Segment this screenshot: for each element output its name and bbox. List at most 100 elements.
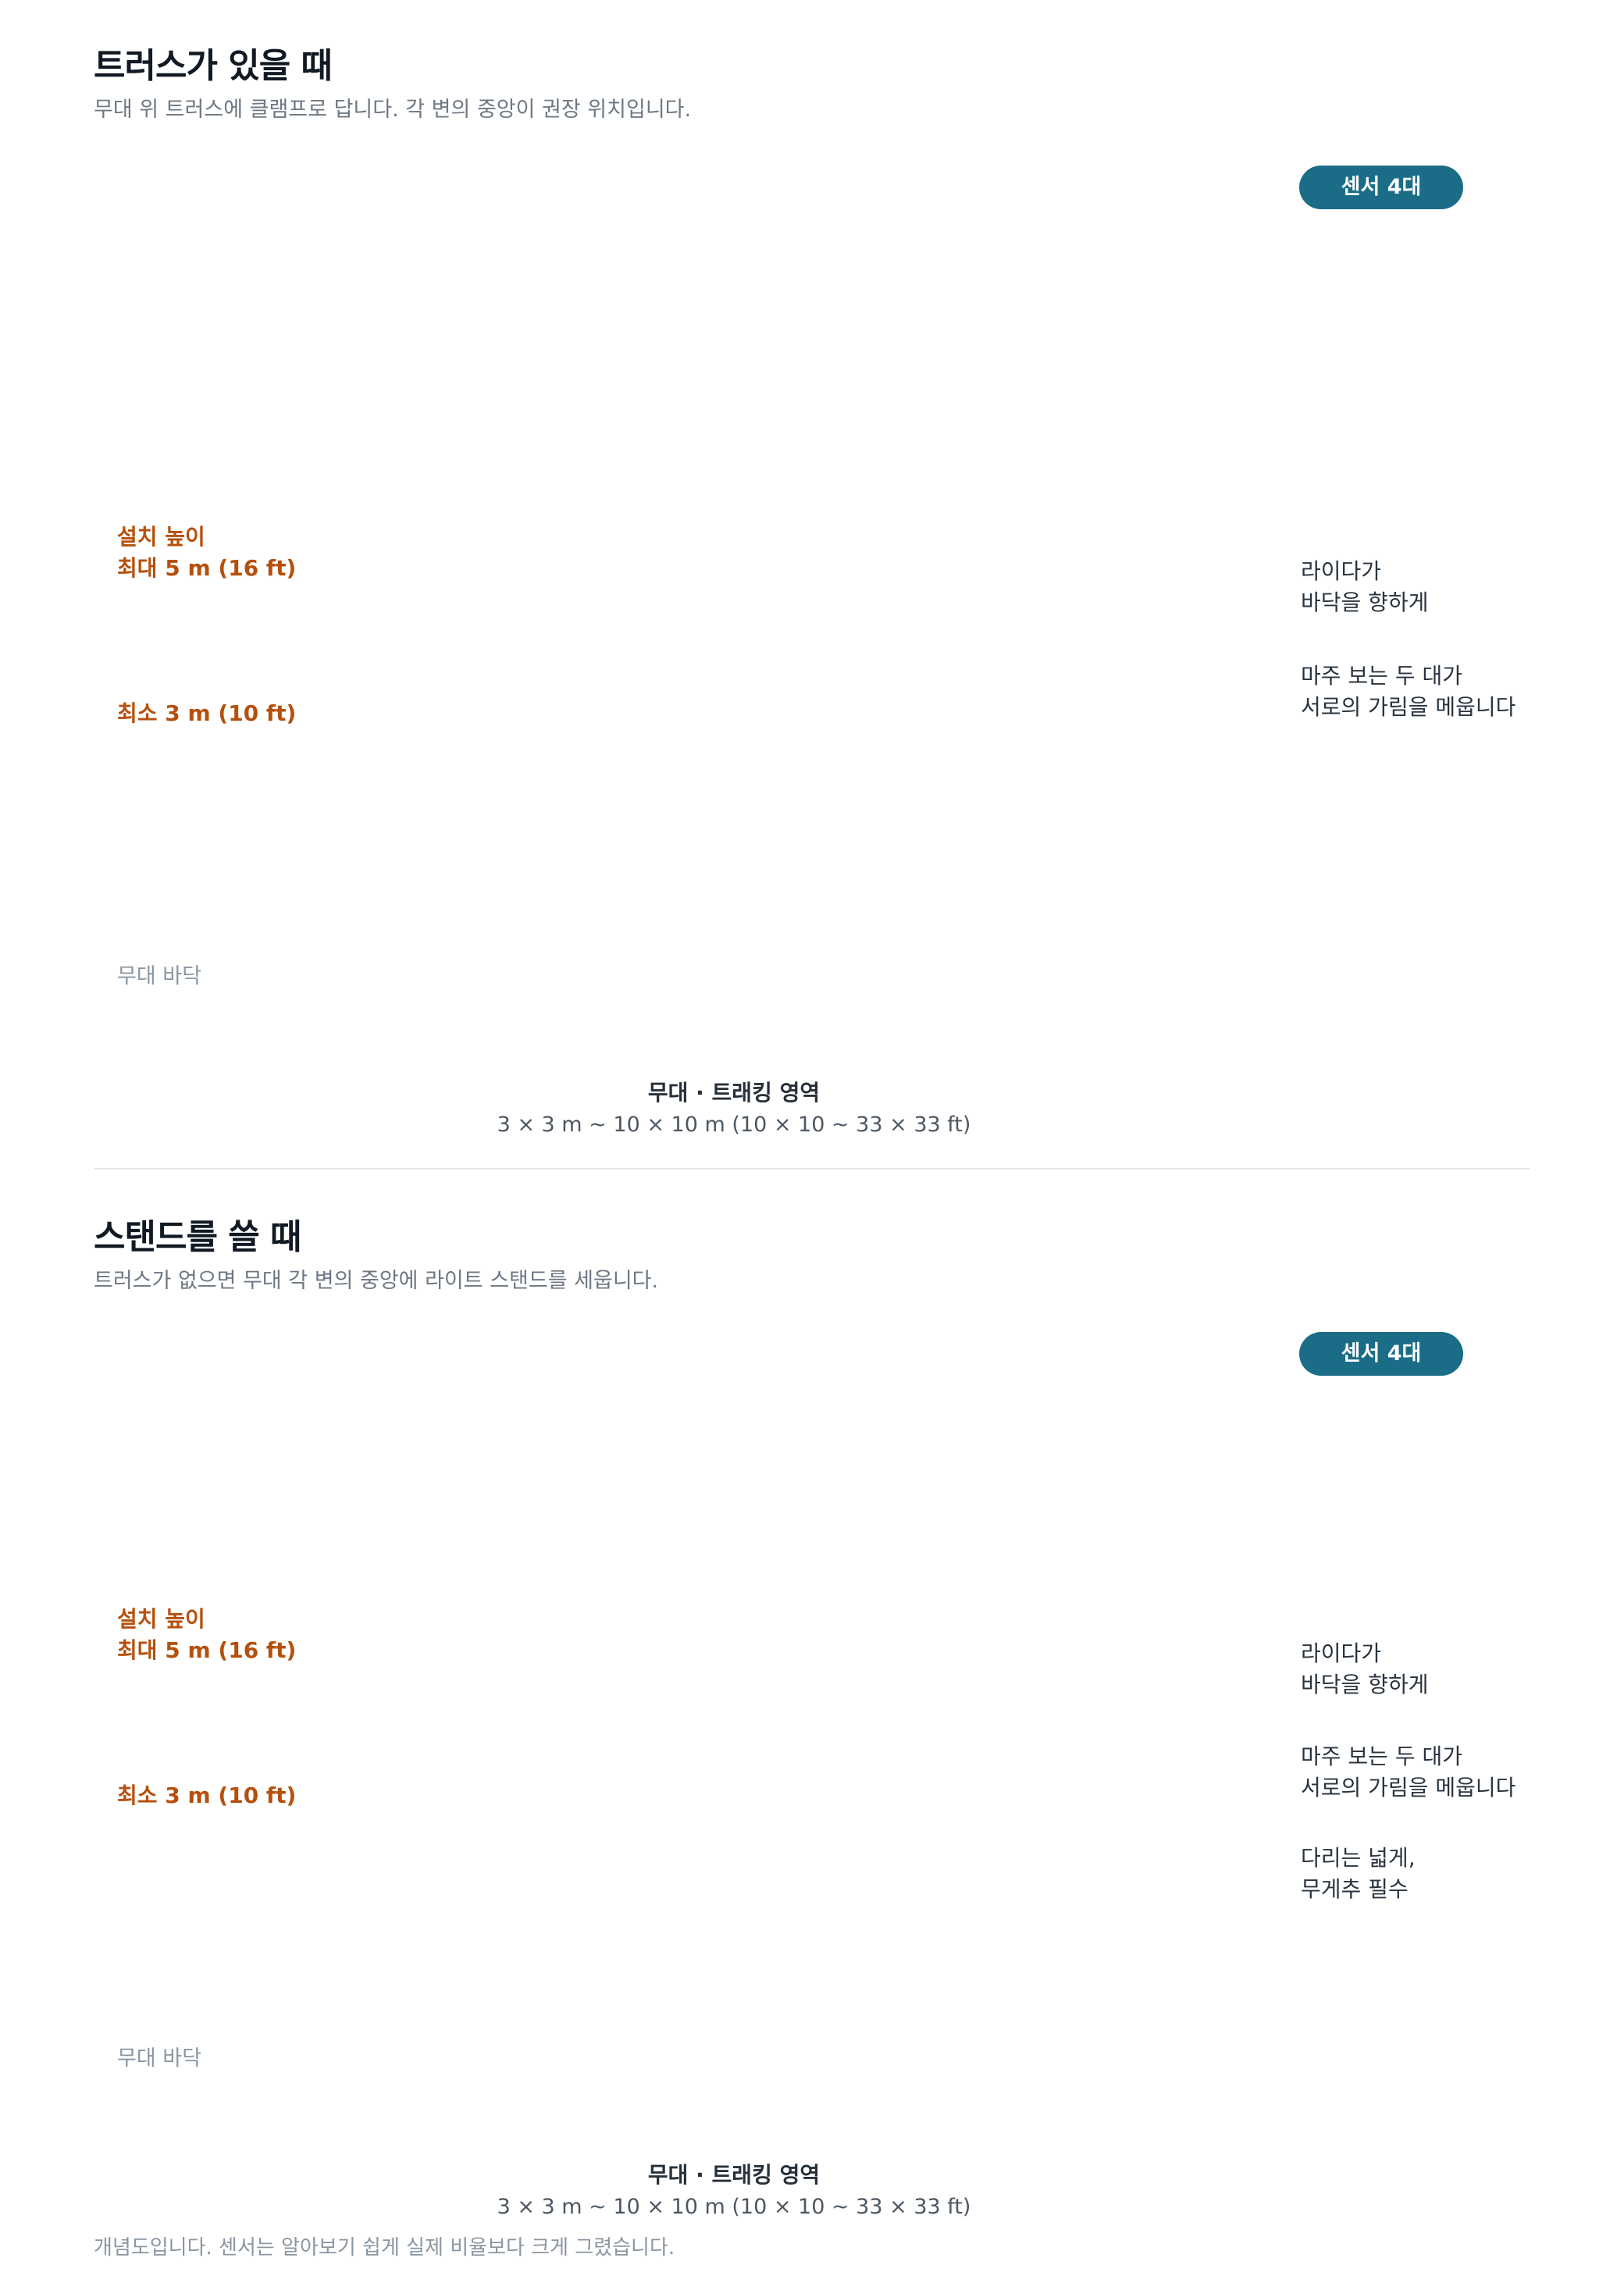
- truss-lattice: [526, 589, 540, 598]
- truss-lattice: [897, 599, 917, 625]
- sensor-dome: [970, 611, 1002, 627]
- clamp-handle: [569, 552, 609, 572]
- stage-grid-line: [608, 698, 1117, 977]
- truss-lattice: [587, 383, 607, 408]
- truss-lattice: [390, 505, 409, 511]
- lidar-beam: [564, 1530, 1063, 2037]
- height-arrow-head: [289, 1679, 304, 1697]
- lidar-beam: [643, 383, 1063, 721]
- section2-note-lidar-down: 라이다가 바닥을 향하게: [1301, 1640, 1429, 1697]
- sensor-top: [941, 1716, 1031, 1722]
- background-glow: [55, 234, 1554, 1046]
- lidar-sensor-icon: [518, 542, 609, 671]
- section-divider: [94, 1168, 1530, 1170]
- stage-grid-line: [643, 1804, 995, 1994]
- stage-grid-line: [643, 719, 995, 909]
- truss-lattice: [712, 686, 726, 709]
- sensor-dome: [548, 656, 579, 671]
- truss-lattice: [1147, 456, 1167, 482]
- truss-lattice: [1224, 415, 1238, 424]
- stage-grid-line: [517, 1870, 867, 2065]
- truss-lattice: [1212, 401, 1227, 424]
- truss-lattice: [737, 700, 757, 706]
- stage-grid-line: [477, 1718, 986, 1987]
- lidar-beam: [643, 624, 987, 721]
- stage-grid-line: [580, 752, 931, 944]
- lidar-beam: [647, 1574, 1248, 1851]
- sensor-drop-line: [639, 1580, 649, 1797]
- lidar-beam: [563, 668, 1248, 766]
- clamp-icon: [978, 1661, 994, 1716]
- sandbag-icon: [680, 1805, 713, 1825]
- clamp-handle: [1067, 267, 1107, 287]
- stage-side-mark: [962, 1973, 1026, 2013]
- truss-lattice: [1076, 497, 1095, 522]
- truss-lattice: [1130, 476, 1149, 483]
- sensor-top: [603, 375, 693, 381]
- lidar-beam: [563, 1674, 899, 1818]
- truss-lattice: [755, 680, 775, 706]
- stand-leg: [1060, 1728, 1106, 1782]
- lidar-beam: [647, 430, 741, 1051]
- lidar-sensor-icon: [1017, 1403, 1107, 1533]
- section1-floor-label: 무대 바닥: [117, 964, 201, 988]
- stage-grid-line: [564, 1761, 1074, 2037]
- truss-lattice: [700, 686, 714, 696]
- clamp-handle: [654, 314, 693, 334]
- section1-subtitle: 무대 위 트러스에 클램프로 답니다. 각 변의 중앙이 권장 위치입니다.: [94, 98, 692, 122]
- sandbag-icon: [1018, 2003, 1051, 2023]
- section2-area-size: 3 × 3 m ~ 10 × 10 m (10 × 10 ~ 33 × 33 f…: [497, 2195, 971, 2219]
- stand-shadow: [578, 1829, 718, 1857]
- sensor-body: [603, 375, 693, 418]
- truss-lattice: [952, 578, 970, 584]
- stage-corner-mark: [385, 817, 453, 878]
- stage-grid-line: [652, 721, 1161, 1001]
- stage-side-mark: [1050, 1750, 1095, 1775]
- stage-side-mark: [962, 888, 1026, 928]
- lidar-beam: [985, 624, 995, 908]
- lidar-beam: [897, 589, 987, 625]
- truss-lattice: [1023, 537, 1042, 543]
- sensor-floor-point: [559, 948, 568, 957]
- clamp-head: [632, 1448, 664, 1456]
- lidar-beam: [563, 1816, 1248, 1851]
- truss-lattice: [967, 262, 981, 284]
- stand-leg: [519, 2013, 565, 2071]
- sandbag-icon: [596, 2047, 629, 2068]
- truss-bottom-rail: [389, 518, 739, 718]
- stage-grid-line: [771, 1740, 1121, 1922]
- truss-lattice: [1138, 359, 1152, 382]
- truss-lattice: [1089, 331, 1104, 354]
- stage-grid-line: [433, 611, 942, 877]
- section2-height-min: 최소 3 m (10 ft): [117, 1783, 297, 1808]
- stand-leg: [557, 2014, 566, 2085]
- truss-lattice: [650, 658, 664, 668]
- truss-lattice: [489, 561, 503, 583]
- truss-lattice: [773, 679, 792, 686]
- truss-lattice: [600, 630, 614, 639]
- truss-bottom-rail: [892, 232, 1239, 433]
- clamp-head: [548, 1690, 579, 1698]
- stand-leg: [646, 1771, 693, 1825]
- section1-title: 트러스가 있을 때: [94, 46, 333, 86]
- truss-lattice: [1003, 289, 1017, 298]
- stage-grid-line: [453, 817, 804, 1016]
- lidar-beam: [563, 1816, 741, 2136]
- truss-lattice: [476, 561, 490, 570]
- stand-leg: [562, 2013, 608, 2067]
- stage-side-mark: [612, 702, 676, 739]
- lidar-sensor-icon: [603, 304, 693, 433]
- sandbag-icon: [1094, 1762, 1127, 1783]
- stand-leg: [1017, 1728, 1063, 1786]
- truss-lattice: [606, 383, 625, 389]
- truss-lattice: [839, 240, 859, 265]
- truss-lattice: [534, 423, 553, 429]
- footer-note: 개념도입니다. 센서는 알아보기 쉽게 실제 비율보다 크게 그렸습니다.: [94, 2236, 675, 2260]
- section2-height-max: 최대 5 m (16 ft): [117, 1637, 297, 1663]
- lidar-beam: [390, 668, 564, 852]
- stage-grid-line: [696, 1828, 1205, 2111]
- lidar-beam: [563, 668, 645, 721]
- stand-shadow: [916, 2026, 1056, 2054]
- stage-corner-mark: [835, 586, 942, 623]
- truss-lattice: [991, 276, 1006, 298]
